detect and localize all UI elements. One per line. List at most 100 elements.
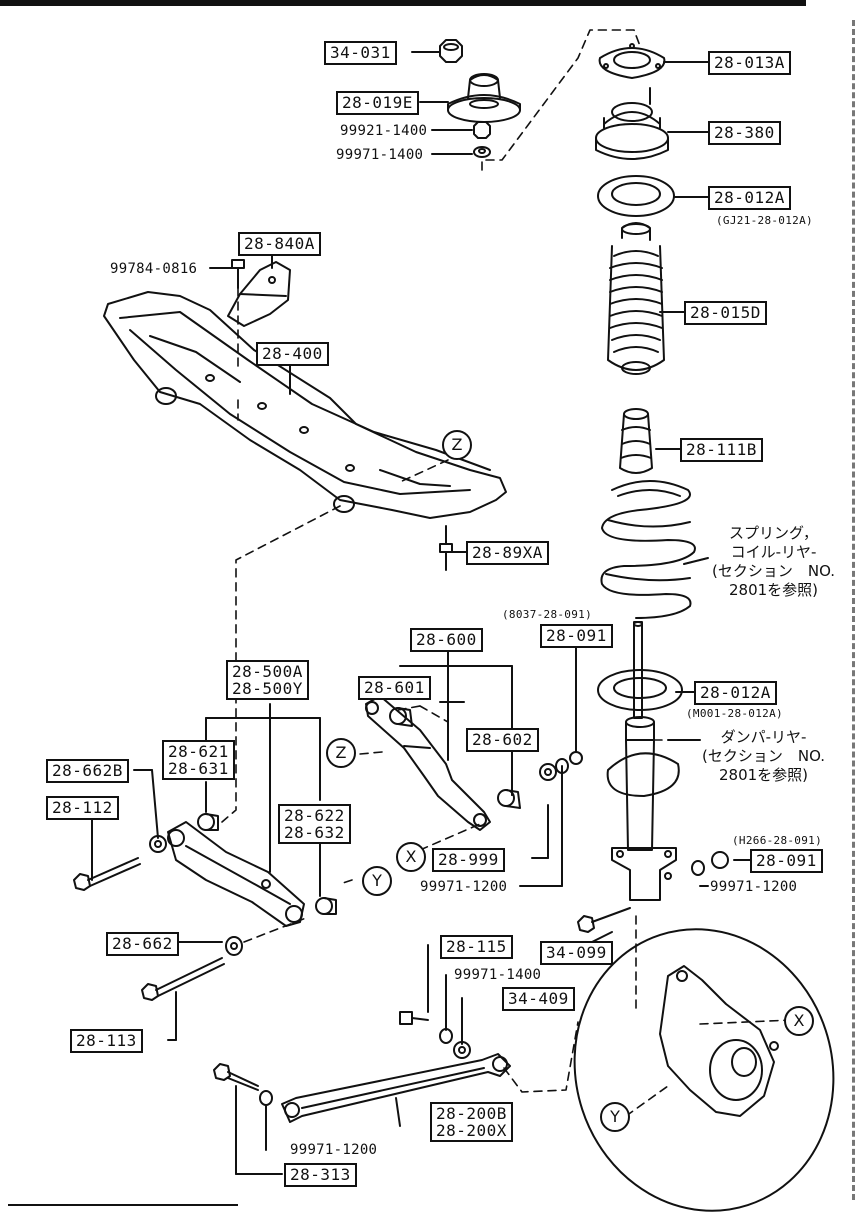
arm-28-500 — [167, 821, 305, 927]
label-28-013A: 28-013A — [708, 51, 791, 75]
washer-99971-1400-low — [439, 1028, 453, 1044]
mount-28-019E — [447, 73, 521, 123]
label-28-112: 28-112 — [46, 796, 119, 820]
label-28-601: 28-601 — [358, 676, 431, 700]
label-28-632: 28-632 — [284, 823, 345, 842]
seat-28-012A-top — [597, 175, 675, 217]
bolt-28-89XA — [439, 525, 453, 571]
bushing-28-621 — [197, 813, 219, 831]
note-spring-line3: (セクション NO. — [712, 562, 836, 580]
note-spring: スプリング， コイル-リヤ- (セクション NO. 2801を参照) — [712, 524, 835, 600]
label-28-631: 28-631 — [168, 759, 229, 778]
label-99971-1200-low: 99971-1200 — [290, 1142, 378, 1158]
label-28-89XA: 28-89XA — [466, 541, 549, 565]
note-damper-line1: ダンパ-リヤ- — [720, 728, 807, 746]
label-28-115: 28-115 — [440, 935, 513, 959]
label-28-662B: 28-662B — [46, 759, 129, 783]
label-28-500A: 28-500A — [232, 662, 303, 681]
note-spring-line1: スプリング， — [729, 524, 818, 542]
label-99971-1400-low: 99971-1400 — [454, 967, 542, 983]
bushing-28-601 — [389, 707, 413, 727]
label-28-621-28-631: 28-621 28-631 — [162, 740, 235, 780]
bushing-28-602 — [497, 789, 521, 809]
washer-99971-1200-right — [691, 860, 705, 876]
label-99971-1200-mid: 99971-1200 — [420, 879, 508, 895]
bump-stop-28-111B — [619, 408, 653, 474]
crossmember-28-400 — [103, 291, 507, 519]
label-28-200B: 28-200B — [436, 1104, 507, 1123]
knuckle — [659, 965, 779, 1117]
nut-28-091-right — [711, 851, 729, 869]
ref-y-knuckle: Y — [600, 1102, 630, 1132]
label-28-200B-28-200X: 28-200B 28-200X — [430, 1102, 513, 1142]
washer-28-999 — [539, 751, 583, 781]
ref-x-knuckle: X — [784, 1006, 814, 1036]
leader-lines — [91, 51, 751, 1175]
label-28-012A-top: 28-012A — [708, 186, 791, 210]
bolt-99784-0816 — [231, 259, 245, 289]
bolt-28-115 — [399, 1011, 429, 1025]
label-99784-0816: 99784-0816 — [110, 261, 198, 277]
washer-34-409 — [453, 1041, 471, 1059]
label-28-111B: 28-111B — [680, 438, 763, 462]
note-damper-line3: 2801を参照) — [719, 766, 809, 784]
label-8037-28-091: (8037-28-091) — [502, 608, 592, 621]
bolt-34-099 — [577, 907, 631, 933]
washer-99971-1400-top — [473, 146, 491, 158]
note-damper: ダンパ-リヤ- (セクション NO. 2801を参照) — [702, 728, 825, 785]
coil-spring — [600, 480, 696, 619]
ref-x-arm: X — [396, 842, 426, 872]
label-28-015D: 28-015D — [684, 301, 767, 325]
label-28-313: 28-313 — [284, 1163, 357, 1187]
nut-99921-1400 — [473, 121, 491, 139]
nut-34-031 — [439, 39, 463, 63]
label-28-113: 28-113 — [70, 1029, 143, 1053]
bolt-28-313 — [213, 1063, 259, 1091]
bracket-28-840A — [227, 261, 291, 327]
bottom-border — [8, 1204, 238, 1206]
label-28-602: 28-602 — [466, 728, 539, 752]
washer-28-662B — [149, 835, 167, 853]
label-28-012A-low: 28-012A — [694, 681, 777, 705]
label-28-500Y: 28-500Y — [232, 679, 303, 698]
label-28-500A-28-500Y: 28-500A 28-500Y — [226, 660, 309, 700]
label-28-400: 28-400 — [256, 342, 329, 366]
label-28-091-right: 28-091 — [750, 849, 823, 873]
label-99971-1400-top: 99971-1400 — [336, 147, 424, 163]
mount-28-380 — [595, 87, 669, 160]
label-28-662: 28-662 — [106, 932, 179, 956]
damper-body — [606, 716, 680, 901]
ref-z-arm: Z — [326, 738, 356, 768]
bolt-28-113 — [141, 957, 225, 1001]
top-border — [0, 0, 806, 6]
label-28-091-mid: 28-091 — [540, 624, 613, 648]
label-99921-1400: 99921-1400 — [340, 123, 428, 139]
label-28-380: 28-380 — [708, 121, 781, 145]
wheel-disc — [573, 928, 835, 1212]
boot-28-015D — [607, 222, 665, 375]
label-gj21-28-012A: (GJ21-28-012A) — [716, 214, 813, 227]
label-28-840A: 28-840A — [238, 232, 321, 256]
right-edge-line — [852, 20, 855, 1200]
bolt-28-112 — [73, 857, 141, 891]
label-99971-1200-right: 99971-1200 — [710, 879, 798, 895]
label-28-622-28-632: 28-622 28-632 — [278, 804, 351, 844]
seat-28-012A-low — [597, 669, 683, 711]
label-h266-28-091: (H266-28-091) — [732, 834, 822, 847]
ref-y-arm: Y — [362, 866, 392, 896]
insulator-28-013A — [598, 43, 666, 79]
label-m001-28-012A: (M001-28-012A) — [686, 707, 783, 720]
label-34-409: 34-409 — [502, 987, 575, 1011]
label-28-999: 28-999 — [432, 848, 505, 872]
washer-28-662 — [225, 936, 243, 956]
washer-99971-1200-low — [259, 1090, 273, 1106]
label-28-019E: 28-019E — [336, 91, 419, 115]
label-34-099: 34-099 — [540, 941, 613, 965]
label-28-200X: 28-200X — [436, 1121, 507, 1140]
ref-z-crossmember: Z — [442, 430, 472, 460]
label-28-621: 28-621 — [168, 742, 229, 761]
label-34-031: 34-031 — [324, 41, 397, 65]
note-spring-line4: 2801を参照) — [729, 581, 819, 599]
note-damper-line2: (セクション NO. — [702, 747, 826, 765]
